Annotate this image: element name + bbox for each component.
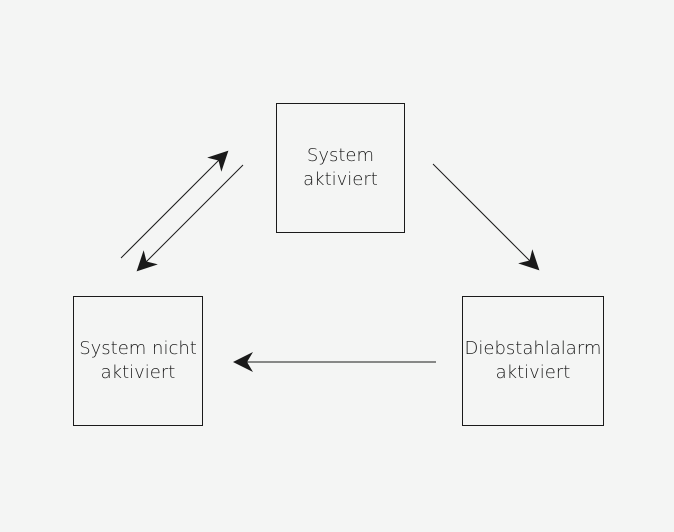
state-system-active: System aktiviert bbox=[276, 103, 405, 233]
state-system-inactive: System nicht aktiviert bbox=[73, 296, 203, 426]
state-theft-alarm-active: Diebstahlalarm aktiviert bbox=[462, 296, 604, 426]
arrow-active-to-alarm bbox=[432, 163, 540, 271]
state-label-theft-alarm-active: Diebstahlalarm aktiviert bbox=[464, 337, 602, 383]
state-label-system-active: System aktiviert bbox=[303, 144, 378, 190]
state-label-system-inactive: System nicht aktiviert bbox=[79, 337, 197, 383]
arrow-active-to-inactive bbox=[136, 164, 244, 272]
arrow-inactive-to-active bbox=[120, 150, 229, 259]
